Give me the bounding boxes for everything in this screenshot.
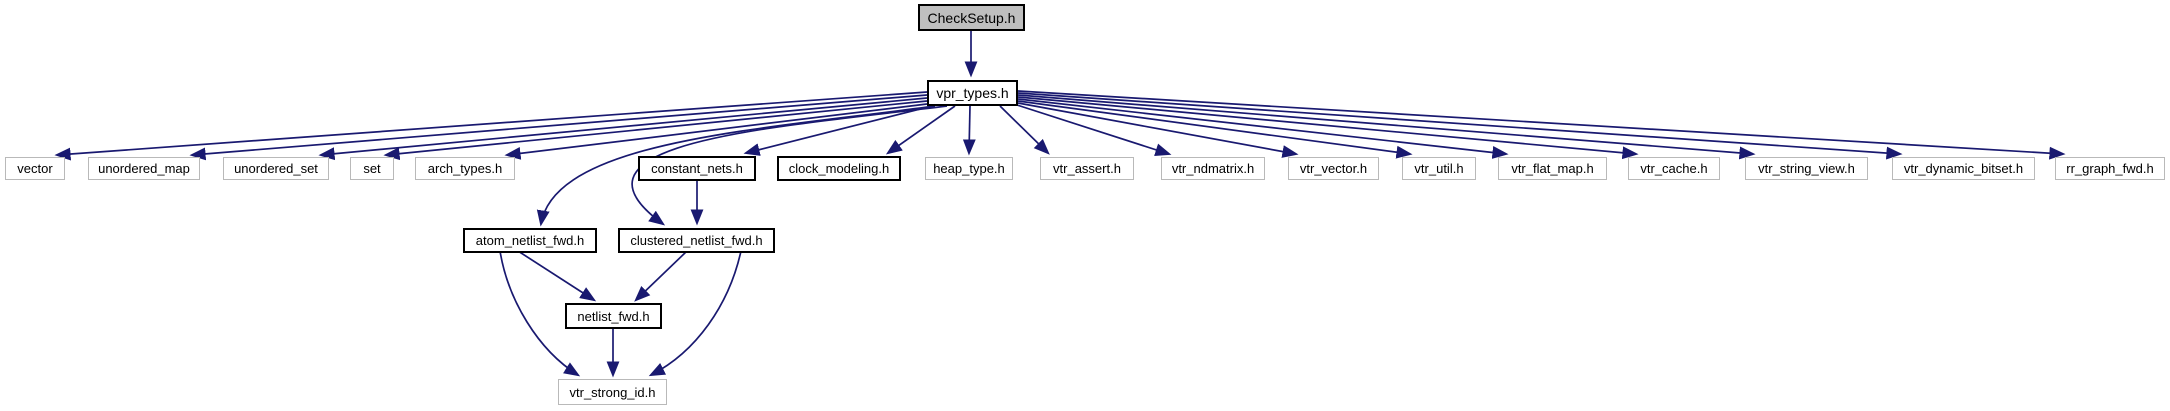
- node-vtr-dynamic-bitset-h: vtr_dynamic_bitset.h: [1892, 157, 2035, 180]
- node-vtr-assert-h: vtr_assert.h: [1040, 157, 1134, 180]
- node-checksetup-h: CheckSetup.h: [918, 4, 1025, 31]
- node-vtr-vector-h: vtr_vector.h: [1288, 157, 1379, 180]
- node-vpr-types-h[interactable]: vpr_types.h: [927, 80, 1018, 106]
- edge-vpr-types-to-vtr-ndmatrix: [1016, 104, 1172, 156]
- edge-atom-netlist-fwd-to-netlist-fwd: [517, 250, 597, 302]
- edge-vpr-types-to-vtr-string-view: [1017, 94, 1756, 160]
- edge-vpr-types-to-rr-graph-fwd: [1017, 90, 2066, 160]
- edge-atom-netlist-fwd-to-vtr-strong-id: [499, 250, 581, 377]
- node-vtr-string-view-h: vtr_string_view.h: [1745, 157, 1868, 180]
- node-netlist-fwd-h[interactable]: netlist_fwd.h: [565, 303, 662, 329]
- edge-vpr-types-to-constant-nets: [743, 105, 933, 156]
- edge-vpr-types-to-clustered-netlist-fwd: [631, 105, 948, 226]
- edge-vpr-types-to-vtr-vector: [1017, 102, 1299, 158]
- node-vtr-cache-h: vtr_cache.h: [1628, 157, 1720, 180]
- node-clock-modeling-h[interactable]: clock_modeling.h: [777, 156, 901, 181]
- node-clustered-netlist-fwd-h[interactable]: clustered_netlist_fwd.h: [618, 228, 775, 253]
- edge-vpr-types-to-unordered-set: [318, 97, 928, 161]
- node-atom-netlist-fwd-h[interactable]: atom_netlist_fwd.h: [463, 228, 597, 253]
- node-set: set: [350, 157, 394, 180]
- node-constant-nets-h[interactable]: constant_nets.h: [638, 156, 756, 181]
- node-vtr-ndmatrix-h: vtr_ndmatrix.h: [1161, 157, 1265, 180]
- node-vtr-util-h: vtr_util.h: [1402, 157, 1476, 180]
- edge-clustered-netlist-fwd-to-netlist-fwd: [634, 250, 688, 302]
- edge-vpr-types-to-vtr-cache: [1017, 96, 1639, 160]
- node-vtr-strong-id-h: vtr_strong_id.h: [558, 379, 667, 405]
- edge-vpr-types-to-vtr-util: [1017, 100, 1413, 159]
- node-vector: vector: [5, 157, 65, 180]
- node-heap-type-h: heap_type.h: [925, 157, 1013, 180]
- edge-vpr-types-to-unordered-map: [189, 94, 928, 161]
- edge-vpr-types-to-clock-modeling: [885, 105, 956, 155]
- node-unordered-map: unordered_map: [88, 157, 200, 180]
- edge-vpr-types-to-vtr-flat-map: [1017, 98, 1509, 159]
- edge-vpr-types-to-set: [383, 100, 928, 161]
- edge-vpr-types-to-arch-types: [504, 103, 928, 160]
- edge-vpr-types-to-vector: [54, 91, 928, 161]
- edge-vpr-types-to-vtr-assert: [999, 105, 1050, 155]
- edge-clustered-netlist-fwd-to-vtr-strong-id: [648, 250, 742, 377]
- edge-vpr-types-to-heap-type: [962, 105, 976, 156]
- edge-vpr-types-to-vtr-dynamic-bitset: [1017, 92, 1903, 160]
- node-arch-types-h: arch_types.h: [415, 157, 515, 180]
- node-vtr-flat-map-h: vtr_flat_map.h: [1498, 157, 1607, 180]
- node-unordered-set: unordered_set: [223, 157, 329, 180]
- node-rr-graph-fwd-h: rr_graph_fwd.h: [2055, 157, 2165, 180]
